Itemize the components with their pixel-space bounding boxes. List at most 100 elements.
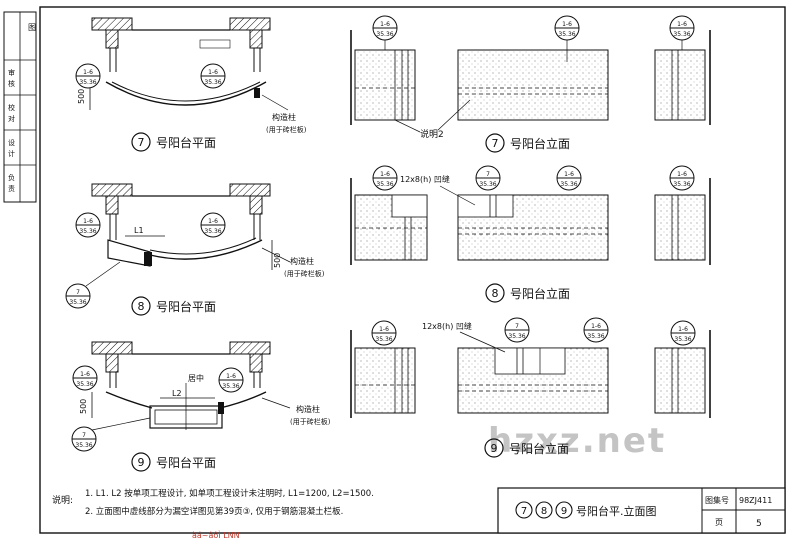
elevation-8: 1-6 35.36 7 35.36 1-6 35.36 1-6 35.36 12…	[350, 165, 711, 265]
tb-circle-9: 9	[561, 506, 567, 517]
dim-500-p8: 500	[273, 253, 282, 268]
elevation-7: 1-6 35.36 1-6 35.36 1-6 35.36 说明2	[350, 15, 711, 140]
svg-text:1-6: 1-6	[80, 371, 90, 378]
svg-text:1-6: 1-6	[591, 323, 601, 330]
l2-label: L2	[172, 389, 182, 398]
dim-500-p9: 500	[79, 399, 88, 414]
svg-text:35.36: 35.36	[69, 299, 86, 306]
svg-text:1-6: 1-6	[83, 218, 93, 225]
col-note-p8-l2: (用于砖栏板)	[284, 269, 325, 278]
svg-text:1-6: 1-6	[677, 171, 687, 178]
title-elev-7: 7 号阳台立面	[485, 133, 570, 153]
sheet-frame	[39, 6, 786, 534]
svg-text:35.36: 35.36	[222, 383, 239, 390]
svg-text:1-6: 1-6	[226, 373, 236, 380]
svg-text:35.36: 35.36	[558, 31, 575, 38]
plan-9: L2 居中 500 1-6 35.36 1-6 35.36 7 35.36 构造…	[71, 341, 331, 452]
side-strip-r1a: 校	[8, 103, 15, 112]
svg-text:35.36: 35.36	[376, 181, 393, 188]
tb-circle-8: 8	[541, 506, 547, 517]
svg-text:9: 9	[491, 442, 498, 455]
tb-atlas-value: 98ZJ411	[739, 496, 772, 505]
svg-text:8: 8	[138, 300, 145, 313]
notes-line2: 2. 立面图中虚线部分为漏空详图见第39页③, 仅用于钢筋混凝土栏板.	[85, 506, 343, 517]
svg-text:1-6: 1-6	[677, 21, 687, 28]
tb-atlas-label: 图集号	[705, 495, 729, 505]
svg-text:35.36: 35.36	[673, 181, 690, 188]
svg-text:35.36: 35.36	[76, 381, 93, 388]
note2-label: 说明2	[420, 128, 444, 140]
notes-line1: 1. L1. L2 按单项工程设计, 如单项工程设计未注明时, L1=1200,…	[85, 488, 374, 499]
side-strip-r1b: 对	[8, 114, 15, 123]
svg-text:35.36: 35.36	[587, 333, 604, 340]
svg-text:号阳台立面: 号阳台立面	[510, 136, 570, 151]
groove-label-9: 12x8(h) 凹缝	[422, 321, 472, 331]
col-note-p8-l1: 构造柱	[290, 256, 314, 266]
callout-p7b-pg: 35.36	[204, 79, 221, 86]
notes: 说明: 1. L1. L2 按单项工程设计, 如单项工程设计未注明时, L1=1…	[52, 488, 374, 517]
svg-text:1-6: 1-6	[380, 21, 390, 28]
col-note-p7-l1: 构造柱	[272, 112, 296, 122]
callout-p7b-num: 1-6	[208, 69, 218, 76]
watermark: hzxz.net	[488, 421, 666, 461]
l1-label: L1	[134, 226, 144, 235]
plan-8: L1 500 1-6 35.36 1-6 35.36 7 35.36 构造柱 (…	[65, 183, 325, 309]
svg-text:35.36: 35.36	[673, 31, 690, 38]
svg-text:35.36: 35.36	[674, 336, 691, 343]
svg-text:1-6: 1-6	[208, 218, 218, 225]
svg-text:35.36: 35.36	[375, 336, 392, 343]
side-strip-r3a: 负	[8, 173, 15, 182]
notes-prefix: 说明:	[52, 494, 73, 506]
svg-text:35.36: 35.36	[204, 228, 221, 235]
svg-text:号阳台立面: 号阳台立面	[509, 441, 569, 456]
dim-500-p7: 500	[77, 89, 86, 104]
svg-text:7: 7	[515, 323, 519, 330]
svg-text:35.36: 35.36	[376, 31, 393, 38]
callout-p7a-num: 1-6	[83, 69, 93, 76]
title-block: 7 8 9 号阳台平.立面图 图集号 98ZJ411 页 5	[497, 487, 786, 534]
side-strip-r3b: 责	[8, 184, 15, 193]
svg-text:35.36: 35.36	[75, 442, 92, 449]
col-note-p7-l2: (用于砖栏板)	[266, 125, 307, 134]
side-strip: 图 审 核 校 对 设 计 负 责	[3, 11, 37, 203]
title-plan-8: 8 号阳台平面	[131, 296, 216, 316]
svg-text:7: 7	[76, 289, 80, 296]
svg-text:35.36: 35.36	[79, 228, 96, 235]
svg-text:35.36: 35.36	[479, 181, 496, 188]
col-note-p9-l1: 构造柱	[296, 404, 320, 414]
svg-text:1-6: 1-6	[379, 326, 389, 333]
title-plan-9: 9 号阳台平面	[131, 452, 216, 472]
title-elev-8: 8 号阳台立面	[485, 283, 570, 303]
side-strip-top: 图	[28, 23, 36, 32]
footer-garble: àá~âôÌ LNN	[192, 529, 240, 539]
tb-circle-7: 7	[521, 506, 527, 517]
side-strip-r2a: 设	[8, 138, 15, 147]
tb-title: 号阳台平.立面图	[576, 504, 657, 518]
svg-text:7: 7	[486, 171, 490, 178]
groove-label-8: 12x8(h) 凹缝	[400, 174, 450, 184]
center-label: 居中	[188, 373, 204, 383]
svg-text:1-6: 1-6	[562, 21, 572, 28]
svg-text:1-6: 1-6	[564, 171, 574, 178]
svg-text:号阳台平面: 号阳台平面	[156, 455, 216, 470]
svg-text:35.36: 35.36	[560, 181, 577, 188]
tb-page-value: 5	[756, 519, 762, 529]
title-elev-9: 9 号阳台立面	[484, 438, 569, 458]
tb-page-label: 页	[715, 518, 723, 527]
side-strip-r2b: 计	[8, 149, 15, 158]
title-plan-7: 7 号阳台平面	[131, 132, 216, 152]
col-note-p9-l2: (用于砖栏板)	[290, 417, 331, 426]
side-strip-r0b: 核	[8, 79, 15, 88]
svg-text:7: 7	[138, 136, 145, 149]
svg-text:7: 7	[82, 432, 86, 439]
side-strip-r0a: 审	[8, 68, 15, 77]
svg-text:号阳台平面: 号阳台平面	[156, 135, 216, 150]
svg-text:9: 9	[138, 456, 145, 469]
svg-text:1-6: 1-6	[678, 326, 688, 333]
svg-text:8: 8	[492, 287, 499, 300]
svg-text:35.36: 35.36	[508, 333, 525, 340]
callout-p7a-pg: 35.36	[79, 79, 96, 86]
svg-text:号阳台立面: 号阳台立面	[510, 286, 570, 301]
svg-text:号阳台平面: 号阳台平面	[156, 299, 216, 314]
